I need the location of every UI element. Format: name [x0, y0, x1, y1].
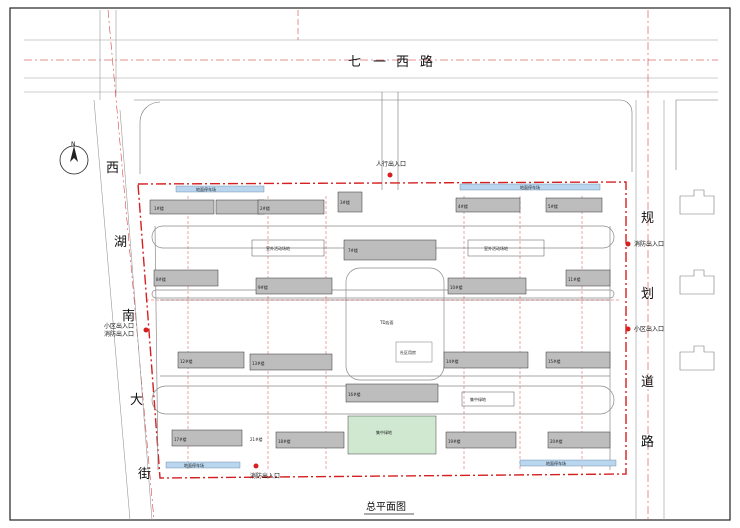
north-arrow: N — [59, 141, 89, 175]
building-label-15: 15#楼 — [548, 358, 560, 364]
green-area-lower-right — [461, 391, 515, 407]
activity-area-right-label: 室外活动场地 — [484, 245, 508, 251]
building-labels: 1#楼 2#楼 3#楼 4#楼 5#楼 7#楼 8#楼 9#楼 10#楼 11#… — [154, 199, 580, 444]
north-road: 七 一 西 路 — [24, 39, 718, 93]
east-road-labels: 规 划 道 路 — [641, 211, 654, 450]
entrance-marker-west — [143, 327, 149, 333]
buildings — [149, 191, 611, 449]
building-label-11: 11#楼 — [568, 276, 580, 282]
east-road-char-2: 划 — [641, 287, 654, 302]
parking-top-left-label: 地面停车场 — [196, 186, 216, 192]
building-label-14: 14#楼 — [446, 358, 458, 364]
west-road-char-3: 南 — [122, 308, 135, 324]
building-label-3: 3#楼 — [340, 199, 350, 205]
neighbour-buildings — [134, 99, 718, 371]
north-label: N — [71, 141, 76, 148]
east-road-char-3: 道 — [641, 375, 654, 390]
parking-strips: 地面停车场 地面停车场 地面停车场 地面停车场 — [165, 183, 617, 469]
parking-top-right — [459, 183, 601, 191]
north-road-char-1: 七 — [348, 55, 361, 70]
building-label-8: 8#楼 — [156, 276, 166, 282]
west-road-char-1: 西 — [106, 161, 119, 176]
entrances: 人行出入口 消防出入口 小区出入口 小区出入口 消防出入口 消防出入口 — [104, 160, 664, 480]
green-area-lower-right-label: 集中绿地 — [470, 396, 486, 402]
activity-area-left-label: 室外活动场地 — [266, 245, 290, 251]
parking-top-right-label: 地面停车场 — [520, 184, 540, 190]
site-boundary — [137, 181, 627, 479]
setback-lines — [146, 196, 620, 470]
parking-bottom-right-label: 地面停车场 — [546, 460, 566, 466]
public-building — [395, 341, 433, 363]
entrance-marker-fire-east — [625, 241, 631, 247]
north-road-char-3: 西 — [396, 55, 409, 70]
building-label-5: 5#楼 — [548, 203, 558, 209]
parking-bottom-left — [165, 461, 241, 469]
building-label-7: 7#楼 — [348, 247, 358, 253]
internal-roads — [151, 225, 615, 471]
drawing-frame — [9, 7, 731, 521]
green-areas: 室外活动场地 室外活动场地 TD店面 集中绿地 集中绿地 社区用房 — [251, 239, 545, 455]
vertical-roads — [93, 9, 665, 521]
activity-area-left — [251, 239, 325, 257]
entrance-pedestrian-top: 人行出入口 — [376, 160, 406, 168]
drawing-title: 总平面图 — [366, 500, 406, 513]
entrance-fire-east: 消防出入口 — [634, 240, 664, 248]
parking-top-left — [175, 185, 265, 193]
building-label-18: 18#楼 — [278, 438, 290, 444]
west-road-char-2: 湖 — [114, 235, 127, 250]
entrance-fire-west: 消防出入口 — [104, 330, 134, 338]
public-building-label: 社区用房 — [400, 349, 416, 355]
entrance-marker-top — [387, 172, 393, 178]
building-label-19: 19#楼 — [448, 438, 460, 444]
building-label-13: 13#楼 — [252, 360, 264, 366]
building-label-2: 2#楼 — [260, 205, 270, 211]
building-label-1: 1#楼 — [154, 205, 164, 211]
north-road-char-2: 一 — [373, 55, 386, 70]
east-road-char-1: 规 — [641, 211, 654, 226]
entrance-community-west: 小区出入口 — [104, 322, 134, 330]
building-label-10: 10#楼 — [450, 284, 462, 290]
west-road-char-5: 街 — [138, 467, 151, 482]
entrance-community-east: 小区出入口 — [634, 325, 664, 333]
north-road-char-4: 路 — [420, 54, 433, 70]
building-label-16: 16#楼 — [348, 391, 360, 397]
west-road-char-4: 大 — [130, 393, 143, 408]
building-label-17: 17#楼 — [174, 436, 186, 442]
building-label-12: 12#楼 — [180, 358, 192, 364]
building-label-20: 20#楼 — [550, 438, 562, 444]
square-label: TD店面 — [379, 319, 394, 325]
central-green — [347, 415, 437, 455]
central-green-label: 集中绿地 — [376, 429, 392, 435]
building-label-4: 4#楼 — [458, 203, 468, 209]
building-label-9: 9#楼 — [258, 284, 268, 290]
entrance-fire-bottom: 消防出入口 — [250, 472, 280, 480]
west-road-labels: 西 湖 南 大 街 — [106, 161, 151, 482]
entrance-marker-community-east — [625, 326, 631, 332]
parking-bottom-right — [519, 459, 617, 467]
east-road-char-4: 路 — [641, 434, 654, 450]
activity-area-right — [467, 239, 545, 257]
building-label-21: 21#楼 — [250, 436, 262, 442]
entrance-marker-bottom — [253, 463, 259, 469]
parking-bottom-left-label: 地面停车场 — [184, 462, 204, 468]
